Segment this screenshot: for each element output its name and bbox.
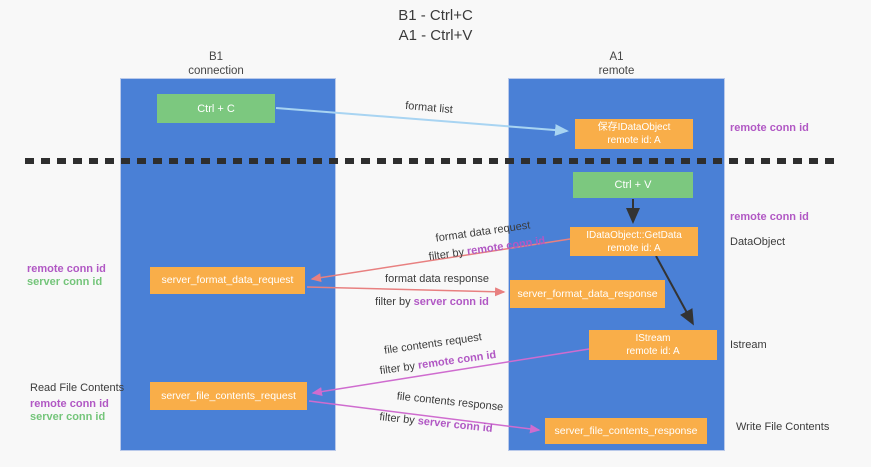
- arrow-getdata-to-istream: [655, 255, 694, 326]
- server-format-data-response-box: server_format_data_response: [510, 280, 665, 308]
- arrow-file-contents-request: [311, 348, 590, 397]
- server-file-contents-response-label: server_file_contents_response: [554, 424, 698, 437]
- save-idataobject-line2: remote id: A: [607, 135, 661, 146]
- arrow-format-data-response: [306, 286, 506, 297]
- arrow-file-contents-response: [308, 400, 541, 434]
- filter-by-text: filter by: [375, 296, 414, 308]
- getdata-line2: remote id: A: [607, 242, 661, 254]
- annotation-istream: Istream: [730, 339, 767, 351]
- istream-box: IStream remote id: A: [589, 330, 717, 360]
- annotation-read-file-contents: Read File Contents: [30, 382, 125, 394]
- lifeline-header-a1: A1 remote: [508, 50, 725, 78]
- phase-divider-dashed-line: [25, 158, 839, 164]
- arrow-format-list: [275, 107, 569, 137]
- istream-line2: remote id: A: [626, 346, 680, 357]
- lifeline-a1-name: A1: [609, 51, 624, 63]
- lifeline-a1-role: remote: [598, 65, 635, 77]
- annotation-conn-ids-lower: remote conn id server conn id: [30, 398, 109, 424]
- save-idataobject-line1: 保存IDataObject: [597, 122, 671, 133]
- server-format-data-request-box: server_format_data_request: [150, 267, 305, 294]
- flow-label-filter-server-1: filter by server conn id: [372, 296, 492, 308]
- diagram-title: B1 - Ctrl+C A1 - Ctrl+V: [0, 6, 871, 46]
- title-line-1: B1 - Ctrl+C: [398, 7, 473, 24]
- ctrl-c-label: Ctrl + C: [197, 102, 235, 115]
- title-line-2: A1 - Ctrl+V: [398, 27, 473, 44]
- ctrl-c-action-box: Ctrl + C: [157, 94, 275, 123]
- lifeline-b1-name: B1: [208, 51, 224, 63]
- annotation-remote-conn-id-mid: remote conn id: [730, 211, 809, 223]
- server-file-contents-request-label: server_file_contents_request: [161, 389, 296, 402]
- istream-line1: IStream: [635, 333, 671, 344]
- flow-label-format-data-response: format data response: [385, 273, 489, 285]
- server-format-data-request-label: server_format_data_request: [161, 274, 294, 286]
- save-idataobject-box: 保存IDataObject remote id: A: [575, 119, 693, 149]
- idataobject-getdata-box: IDataObject::GetData remote id: A: [570, 227, 698, 256]
- remote-conn-id-label: remote conn id: [27, 263, 106, 275]
- annotation-write-file-contents: Write File Contents: [736, 421, 830, 433]
- server-format-data-response-label: server_format_data_response: [517, 287, 658, 300]
- server-file-contents-response-box: server_file_contents_response: [545, 418, 707, 444]
- ctrl-v-action-box: Ctrl + V: [573, 172, 693, 198]
- lifeline-header-b1: B1 connection: [100, 50, 332, 78]
- remote-conn-id-label: remote conn id: [30, 398, 109, 410]
- ctrl-v-label: Ctrl + V: [614, 179, 652, 191]
- arrow-format-data-request: [310, 238, 571, 283]
- lifeline-b1-role: connection: [188, 65, 244, 77]
- annotation-dataobject: DataObject: [730, 236, 786, 248]
- server-conn-id-label: server conn id: [27, 276, 103, 288]
- server-conn-id-label: server conn id: [30, 411, 106, 423]
- server-conn-id-text: server conn id: [413, 296, 489, 308]
- annotation-conn-ids-upper: remote conn id server conn id: [27, 263, 106, 289]
- getdata-line1: IDataObject::GetData: [586, 229, 682, 241]
- server-file-contents-request-box: server_file_contents_request: [150, 382, 307, 410]
- annotation-remote-conn-id-top: remote conn id: [730, 122, 809, 134]
